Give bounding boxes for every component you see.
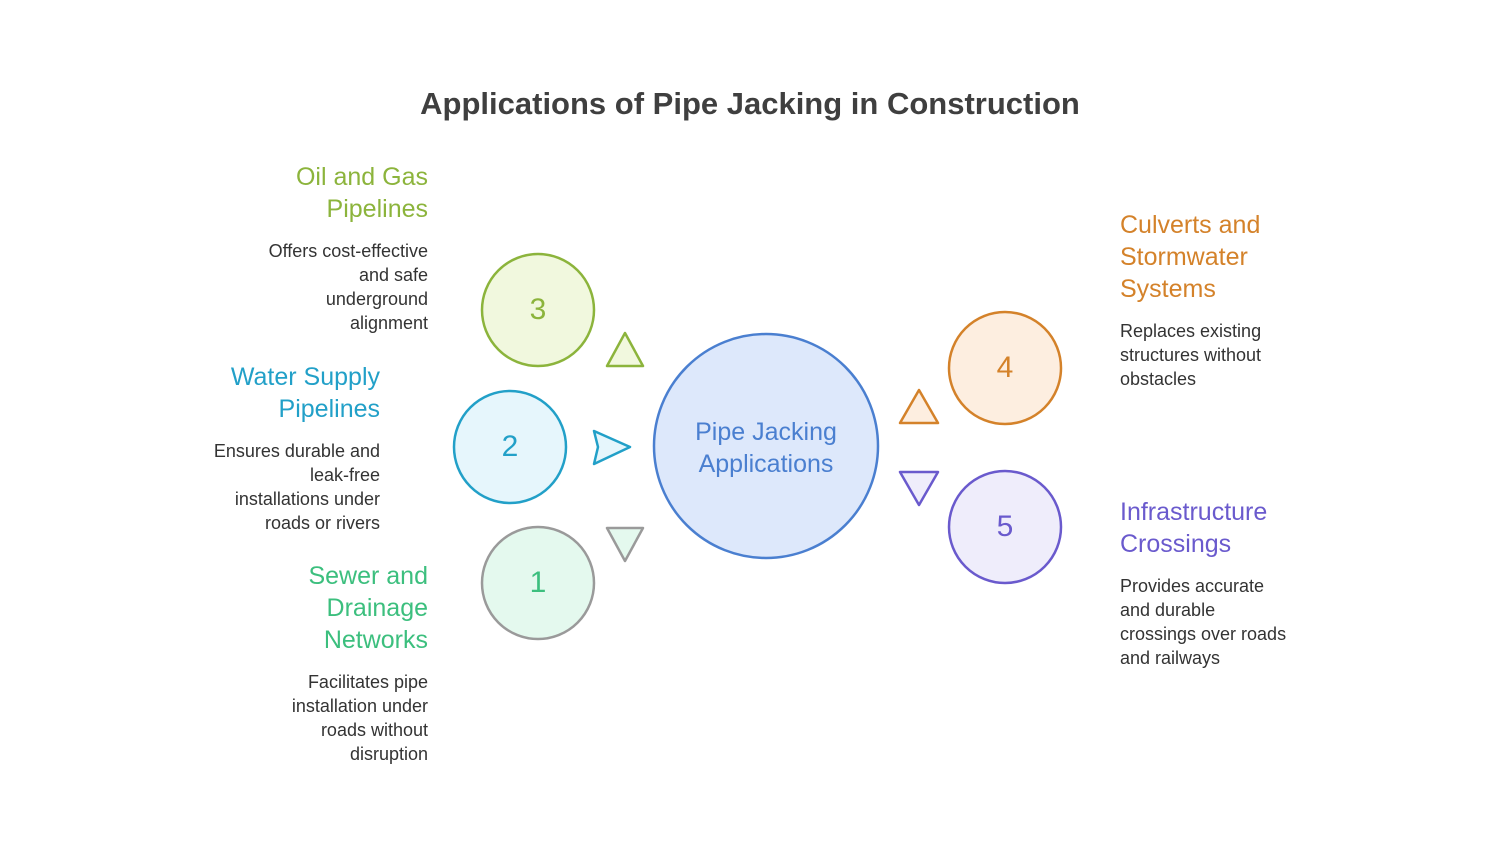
description-line: obstacles <box>1120 369 1197 389</box>
heading-line: Culverts and <box>1120 211 1261 239</box>
heading-line: Crossings <box>1120 530 1232 558</box>
circle-2 <box>452 389 568 505</box>
heading-line: Water Supply <box>230 363 380 391</box>
heading-line: Sewer and <box>308 562 428 590</box>
page-title: Applications of Pipe Jacking in Construc… <box>420 86 1080 121</box>
center-label: Pipe Jacking Applications <box>654 416 878 480</box>
description-line: installation under <box>291 696 428 716</box>
number-3: 3 <box>529 293 547 326</box>
triangle-up-icon <box>605 331 645 368</box>
triangle-up-icon <box>898 388 940 425</box>
description-line: roads without <box>320 720 428 740</box>
heading-line: Pipelines <box>326 195 428 223</box>
center-circle <box>652 332 880 560</box>
description-line: structures without <box>1120 345 1262 365</box>
description-line: roads or rivers <box>264 513 380 533</box>
item-description: Facilitates pipe installation under road… <box>168 670 428 766</box>
center-label-line: Applications <box>698 450 834 478</box>
number-2: 2 <box>501 430 519 463</box>
heading-line: Drainage <box>326 594 428 622</box>
item-1-text: Sewer and Drainage Networks Facilitates … <box>168 560 428 766</box>
description-line: and durable <box>1120 600 1216 620</box>
description-line: Replaces existing <box>1120 321 1262 341</box>
triangle-down-icon <box>898 470 940 507</box>
description-line: Offers cost-effective <box>268 241 428 261</box>
number-4: 4 <box>996 351 1014 384</box>
item-heading: Culverts and Stormwater Systems <box>1120 209 1380 305</box>
item-2-text: Water Supply Pipelines Ensures durable a… <box>120 361 380 535</box>
description-line: Facilitates pipe <box>307 672 428 692</box>
circle-5 <box>947 469 1063 585</box>
description-line: and safe <box>358 265 428 285</box>
item-heading: Infrastructure Crossings <box>1120 496 1380 560</box>
number-1: 1 <box>529 566 547 599</box>
number-5: 5 <box>996 510 1014 543</box>
circle-1 <box>480 525 596 641</box>
heading-line: Oil and Gas <box>295 163 428 191</box>
description-line: underground <box>325 289 428 309</box>
description-line: installations under <box>234 489 380 509</box>
item-3-text: Oil and Gas Pipelines Offers cost-effect… <box>168 161 428 335</box>
item-heading: Sewer and Drainage Networks <box>168 560 428 656</box>
description-line: Provides accurate <box>1120 576 1265 596</box>
triangle-down-icon <box>605 526 645 563</box>
description-line: and railways <box>1120 648 1221 668</box>
heading-line: Pipelines <box>278 395 380 423</box>
item-heading: Water Supply Pipelines <box>120 361 380 425</box>
heading-line: Networks <box>323 626 428 654</box>
description-line: leak-free <box>309 465 380 485</box>
description-line: Ensures durable and <box>213 441 380 461</box>
circle-3 <box>480 252 596 368</box>
item-description: Provides accurate and durable crossings … <box>1120 574 1380 670</box>
item-description: Replaces existing structures without obs… <box>1120 319 1380 391</box>
circle-4 <box>947 310 1063 426</box>
center-label-line: Pipe Jacking <box>695 418 837 446</box>
heading-line: Systems <box>1120 275 1216 303</box>
item-heading: Oil and Gas Pipelines <box>168 161 428 225</box>
description-line: crossings over roads <box>1120 624 1287 644</box>
item-description: Offers cost-effective and safe undergrou… <box>168 239 428 335</box>
item-4-text: Culverts and Stormwater Systems Replaces… <box>1120 209 1380 391</box>
description-line: disruption <box>349 744 428 764</box>
triangle-right-icon <box>592 429 632 466</box>
description-line: alignment <box>349 313 428 333</box>
heading-line: Infrastructure <box>1120 498 1268 526</box>
item-description: Ensures durable and leak-free installati… <box>120 439 380 535</box>
item-5-text: Infrastructure Crossings Provides accura… <box>1120 496 1380 670</box>
heading-line: Stormwater <box>1120 243 1248 271</box>
